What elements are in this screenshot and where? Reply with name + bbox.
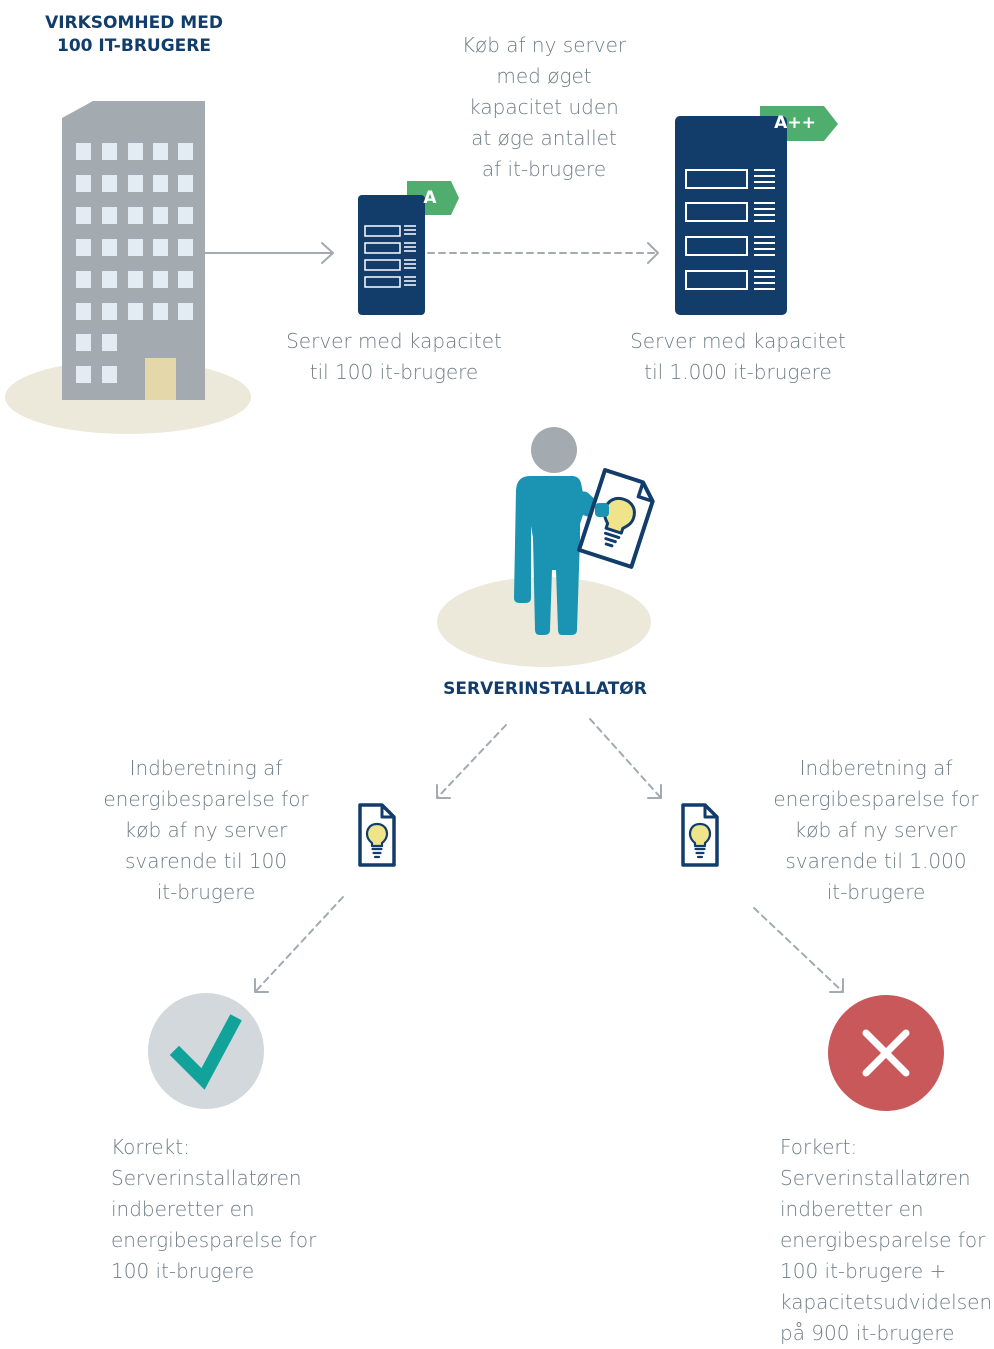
right-report-line: Indberetning af bbox=[799, 756, 953, 780]
wrong-outcome-text: Forkert: Serverinstallatøren indberetter… bbox=[780, 1132, 994, 1349]
wrong-outcome-line: energibesparelse for bbox=[780, 1228, 986, 1252]
installer-title: SERVERINSTALLATØR bbox=[443, 679, 647, 699]
right-report-line: svarende til 1.000 bbox=[785, 849, 967, 873]
small-server-label-line: Server med kapacitet bbox=[286, 329, 502, 353]
large-server-label-line: til 1.000 it-brugere bbox=[644, 360, 832, 384]
small-server-label: Server med kapacitet til 100 it-brugere bbox=[262, 326, 526, 388]
dashed-arrow-down-left-icon bbox=[254, 896, 344, 993]
upgrade-note-line: med øget bbox=[496, 64, 592, 88]
small-server-icon bbox=[358, 181, 459, 315]
left-report-text: Indberetning af energibesparelse for køb… bbox=[80, 753, 332, 908]
left-report-line: energibesparelse for bbox=[103, 787, 309, 811]
wrong-outcome-line: Serverinstallatøren bbox=[780, 1166, 971, 1190]
left-report-line: it-brugere bbox=[156, 880, 256, 904]
large-server-label: Server med kapacitet til 1.000 it-bruger… bbox=[606, 326, 870, 388]
right-report-line: it-brugere bbox=[826, 880, 926, 904]
company-title-line: 100 IT-BRUGERE bbox=[56, 36, 211, 56]
left-report-document-icon bbox=[358, 803, 396, 867]
building-door bbox=[145, 358, 176, 400]
right-report-line: køb af ny server bbox=[794, 818, 958, 842]
left-report-line: Indberetning af bbox=[129, 756, 283, 780]
wrong-outcome-line: 100 it-brugere + bbox=[780, 1259, 947, 1283]
dashed-arrow-right-icon bbox=[427, 242, 659, 264]
large-server-icon bbox=[675, 106, 838, 315]
right-report-text: Indberetning af energibesparelse for køb… bbox=[758, 753, 994, 908]
correct-outcome-line: indberetter en bbox=[111, 1197, 255, 1221]
small-server-label-line: til 100 it-brugere bbox=[309, 360, 479, 384]
correct-outcome-text: Korrekt: Serverinstallatøren indberetter… bbox=[111, 1132, 341, 1287]
right-report-line: energibesparelse for bbox=[773, 787, 979, 811]
right-report-document-icon bbox=[681, 803, 719, 867]
dashed-arrow-right-down-icon bbox=[589, 718, 662, 799]
arrow-right-icon bbox=[204, 242, 334, 264]
wrong-outcome-line: kapacitetsudvidelsen bbox=[780, 1290, 993, 1314]
correct-outcome-line: Serverinstallatøren bbox=[111, 1166, 302, 1190]
dashed-arrow-left-down-icon bbox=[436, 724, 507, 799]
large-server-energy-badge: A++ bbox=[774, 113, 816, 133]
left-report-line: køb af ny server bbox=[124, 818, 288, 842]
dashed-arrow-down-right-icon bbox=[753, 907, 844, 993]
upgrade-note-line: Køb af ny server bbox=[461, 33, 627, 57]
correct-outcome-line: 100 it-brugere bbox=[111, 1259, 255, 1283]
wrong-outcome-line: indberetter en bbox=[780, 1197, 924, 1221]
upgrade-note-line: at øge antallet bbox=[471, 126, 617, 150]
check-icon bbox=[148, 993, 264, 1109]
small-server-energy-badge: A bbox=[423, 188, 437, 208]
upgrade-note: Køb af ny server med øget kapacitet uden… bbox=[430, 30, 658, 185]
wrong-outcome-line: på 900 it-brugere bbox=[780, 1321, 955, 1345]
building-icon bbox=[5, 101, 251, 434]
upgrade-note-line: af it-brugere bbox=[481, 157, 607, 181]
company-title: VIRKSOMHED MED 100 IT-BRUGERE bbox=[18, 12, 250, 58]
left-report-line: svarende til 100 bbox=[124, 849, 288, 873]
correct-outcome-line: Korrekt: bbox=[111, 1135, 190, 1159]
company-title-line: VIRKSOMHED MED bbox=[45, 13, 223, 33]
correct-outcome-line: energibesparelse for bbox=[111, 1228, 317, 1252]
wrong-outcome-line: Forkert: bbox=[780, 1135, 858, 1159]
upgrade-note-line: kapacitet uden bbox=[469, 95, 619, 119]
large-server-label-line: Server med kapacitet bbox=[630, 329, 846, 353]
installer-person-icon bbox=[437, 427, 655, 667]
cross-icon bbox=[828, 995, 944, 1111]
